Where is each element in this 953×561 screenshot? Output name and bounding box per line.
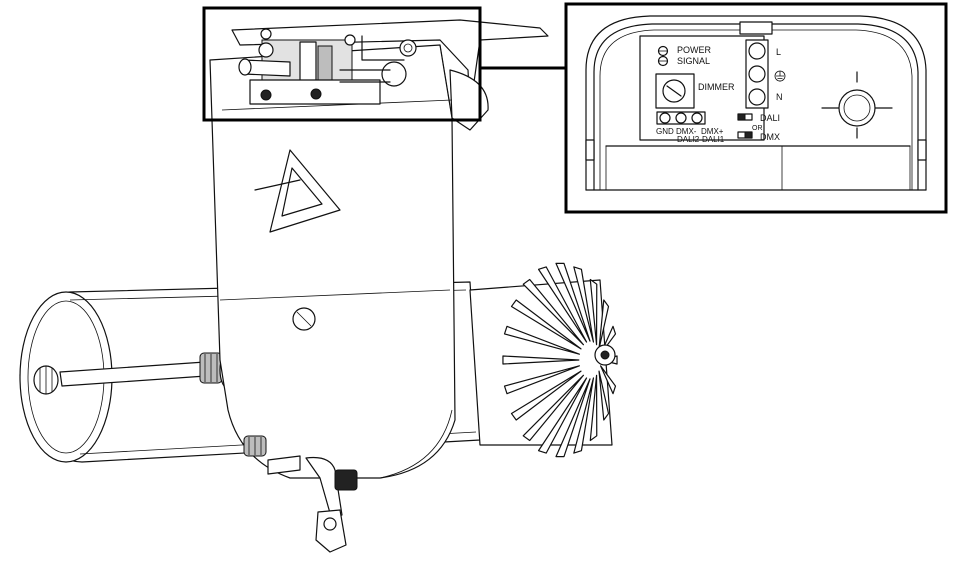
- terminal-n: [748, 88, 766, 106]
- dmx-plus-label: DMX+: [701, 127, 724, 136]
- heatsink-fin: [573, 377, 595, 454]
- dimmer-label: DIMMER: [698, 82, 735, 92]
- heatsink-fin: [502, 355, 580, 365]
- terminal-dmx-minus: [675, 112, 687, 124]
- tilt-lock-assembly: [243, 435, 358, 553]
- dali2-label: DALI2: [677, 135, 700, 144]
- heatsink-fin: [589, 278, 598, 346]
- heatsink-fin: [503, 365, 580, 395]
- heatsink-fin: [537, 377, 588, 454]
- heatsink-fin: [555, 378, 591, 458]
- terminal-earth: [748, 65, 766, 83]
- clip-screw: [334, 469, 358, 491]
- rotation-lock-icon: [821, 71, 893, 139]
- heatsink-fin: [503, 325, 580, 355]
- heatsink-fin: [573, 266, 595, 343]
- top-terminal-detail: [238, 28, 417, 105]
- connection-panel-inset: POWER SIGNAL DIMMER L N GND DMX- DMX+ DA…: [564, 2, 948, 214]
- heatsink: [469, 262, 618, 458]
- or-label: OR: [752, 125, 763, 132]
- top-inset-frame: [202, 6, 482, 122]
- dali-label: DALI: [760, 113, 780, 123]
- heatsink-fin: [555, 262, 591, 342]
- gnd-label: GND: [656, 127, 674, 136]
- earth-ground-icon: [774, 70, 786, 82]
- triangle-logo-icon: [254, 149, 341, 233]
- safety-clip: [315, 509, 347, 553]
- heatsink-fin: [510, 299, 582, 350]
- heatsink-fin: [522, 278, 585, 346]
- terminal-gnd: [659, 112, 671, 124]
- neutral-label: N: [776, 92, 783, 102]
- dmx-minus-label: DMX-: [676, 127, 697, 136]
- heatsink-fin: [598, 370, 610, 421]
- heatsink-fin: [600, 365, 617, 395]
- heatsink-fin: [522, 374, 585, 442]
- heatsink-fin: [510, 370, 582, 421]
- terminal-l: [748, 42, 766, 60]
- power-label: POWER: [677, 45, 712, 55]
- terminal-dmx-plus: [691, 112, 703, 124]
- dmx-label: DMX: [760, 132, 780, 142]
- heatsink-fin: [589, 374, 598, 442]
- heatsink-fin: [537, 266, 588, 343]
- heatsink-fin: [598, 299, 610, 350]
- driver-housing: [209, 44, 456, 479]
- signal-label: SIGNAL: [677, 56, 710, 66]
- dali1-label: DALI1: [702, 135, 725, 144]
- line-label: L: [776, 47, 781, 57]
